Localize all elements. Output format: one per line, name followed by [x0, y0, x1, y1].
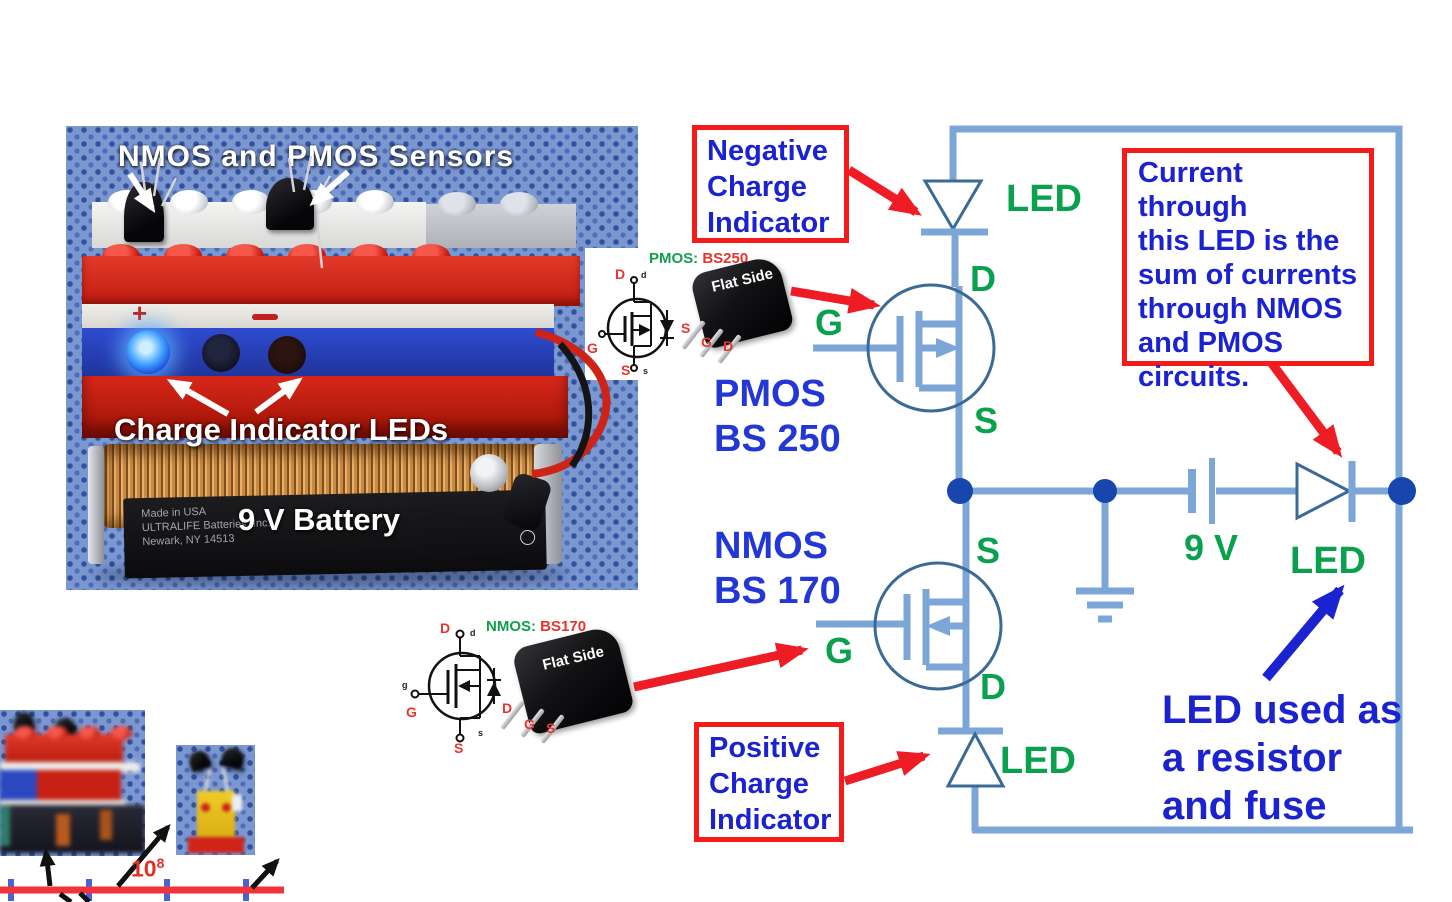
- current-line-2: this LED is the: [1138, 225, 1340, 257]
- led-hole-dark-2: [268, 336, 306, 374]
- positive-line-1: Positive: [709, 732, 821, 764]
- pinout-nmos-header: NMOS: BS170: [486, 618, 586, 635]
- photo-label-sensors: NMOS and PMOS Sensors: [118, 140, 515, 173]
- current-line-5: and PMOS: [1138, 327, 1284, 359]
- led-negative-indicator: [921, 179, 988, 236]
- callout-current-sum: Current through this LED is the sum of c…: [1122, 148, 1374, 393]
- pmos-terminal-g-label: G: [587, 340, 598, 356]
- nmos-sensor-transistor: [124, 182, 164, 242]
- led-sum-right: [1295, 461, 1356, 522]
- pinout-panel-nmos: NMOS: BS170 D d g G S s Flat Side D: [398, 606, 652, 764]
- scale-power-exp: 8: [156, 855, 165, 871]
- nmos-terminal-s-small: s: [478, 728, 484, 738]
- callout-negative-charge: Negative Charge Indicator: [692, 125, 849, 243]
- lego-brick-red-main: [82, 256, 580, 306]
- scale-power-base: 10: [131, 855, 157, 882]
- battery-cert-circle-icon: [519, 529, 536, 546]
- negative-line-3: Indicator: [707, 207, 830, 239]
- pmos-lead-label-g: G: [701, 334, 712, 350]
- label-pmos-source: S: [974, 400, 999, 441]
- label-nmos-drain: D: [980, 666, 1006, 707]
- blue-led-arrow: [1262, 584, 1345, 682]
- pinout-panel-pmos: PMOS: BS250 D d G S s Flat Side S G: [585, 248, 797, 380]
- callout-positive-charge: Positive Charge Indicator: [694, 722, 844, 842]
- pmos-terminal-d-small: d: [641, 270, 647, 280]
- junction-dot-ground: [1093, 479, 1117, 503]
- label-nmos-name: NMOS BS 170: [714, 524, 841, 614]
- note-led-resistor-fuse: LED used as a resistor and fuse: [1162, 686, 1402, 830]
- positive-line-3: Indicator: [709, 804, 832, 836]
- label-pmos-gate: G: [815, 302, 844, 343]
- battery-plus-mark: +: [132, 298, 148, 328]
- led-hole-dark-1: [202, 334, 240, 372]
- junction-dot-right: [1388, 477, 1416, 505]
- photo-label-charge-leds: Charge Indicator LEDs: [114, 412, 449, 447]
- pinout-pmos-part: BS250: [702, 250, 749, 267]
- pmos-symbol-drawing: [598, 276, 674, 372]
- label-nmos-gate: G: [825, 630, 854, 671]
- pmos-circle: [866, 283, 996, 413]
- label-battery-voltage: 9 V: [1184, 527, 1239, 568]
- junction-dot-source: [947, 478, 973, 504]
- label-led-bottom: LED: [1000, 740, 1076, 782]
- led-positive-indicator: [938, 727, 1006, 788]
- led-lit-blue: [126, 330, 170, 374]
- nmos-lead-label-d: D: [502, 700, 513, 716]
- lego-studs-gray: [438, 192, 538, 216]
- ledresistor-line-3: and fuse: [1162, 784, 1327, 828]
- photo-small-lego-device: [0, 710, 145, 856]
- nmos-lead-label-s: S: [546, 720, 556, 736]
- label-led-top: LED: [1006, 178, 1082, 220]
- pmos-arrow: [936, 338, 960, 358]
- nmos-terminal-d-small: d: [470, 628, 476, 638]
- pinout-pmos-header: PMOS: BS250: [649, 250, 748, 267]
- label-led-right: LED: [1290, 540, 1366, 582]
- current-line-6: circuits.: [1138, 361, 1250, 393]
- battery-terminal-bolt: [470, 454, 508, 492]
- nmos-symbol-drawing: [410, 629, 501, 743]
- negative-line-2: Charge: [707, 171, 807, 203]
- scale-power-label: 108: [131, 855, 164, 883]
- nmos-part-line: BS 170: [714, 570, 841, 612]
- pmos-lead-label-d: D: [723, 338, 734, 354]
- pmos-terminal-s-small: s: [643, 366, 649, 376]
- photo-label-battery: 9 V Battery: [238, 502, 400, 537]
- nmos-terminal-d-label: D: [440, 620, 451, 636]
- pmos-lead-label-s: S: [681, 320, 691, 336]
- positive-line-2: Charge: [709, 768, 809, 800]
- ledresistor-line-2: a resistor: [1162, 736, 1343, 780]
- pinout-nmos-part: BS170: [540, 618, 587, 635]
- lego-brick-red-lower: [82, 376, 568, 438]
- nmos-name-line: NMOS: [714, 525, 828, 567]
- nmos-arrow: [926, 616, 950, 636]
- pmos-part-line: BS 250: [714, 418, 841, 460]
- pmos-terminal-s-label: S: [621, 362, 631, 378]
- label-nmos-source: S: [976, 530, 1001, 571]
- pmos-name-line: PMOS: [714, 373, 826, 415]
- nmos-terminal-g-small: g: [402, 680, 408, 690]
- negative-line-1: Negative: [707, 135, 828, 167]
- current-line-1: Current through: [1138, 157, 1248, 223]
- ledresistor-line-1: LED used as: [1162, 688, 1403, 732]
- photo-lego-charge-sensor: + Made in USA ULTRALIFE Batteries, Inc. …: [66, 126, 638, 590]
- nmos-terminal-g-label: G: [406, 704, 417, 720]
- lego-band-white: [82, 304, 554, 329]
- label-pmos-drain: D: [970, 258, 996, 299]
- battery-left-cap: [88, 446, 104, 564]
- nmos-lead-label-g: G: [524, 716, 535, 732]
- battery-minus-mark: [252, 314, 278, 320]
- pinout-pmos-type: PMOS:: [649, 250, 699, 267]
- photo-small-yellow-sensor: [176, 745, 255, 855]
- pinout-nmos-type: NMOS:: [486, 618, 536, 635]
- label-pmos-name: PMOS BS 250: [714, 372, 841, 462]
- current-line-4: through NMOS: [1138, 293, 1343, 325]
- current-line-3: sum of currents: [1138, 259, 1358, 291]
- nmos-terminal-s-label: S: [454, 740, 464, 756]
- pmos-sensor-transistor: [266, 178, 314, 230]
- pmos-terminal-d-label: D: [615, 266, 626, 282]
